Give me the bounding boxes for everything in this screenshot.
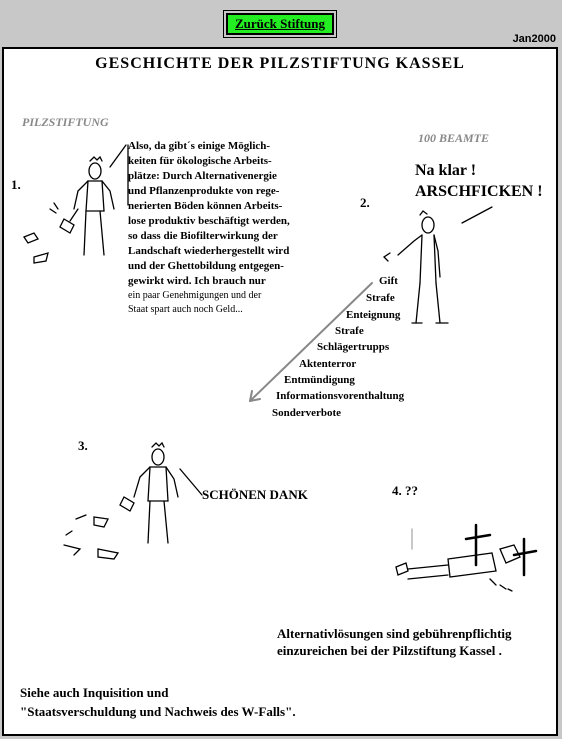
speech-line-small: Staat spart auch noch Geld...	[128, 304, 243, 315]
step-2-number: 2.	[360, 195, 370, 210]
person-figure-3	[63, 441, 203, 560]
speech-line: und der Ghettobildung entgegen-	[128, 260, 284, 272]
step-4-number: 4. ??	[392, 483, 418, 498]
step-3-number: 3.	[78, 438, 88, 453]
measure-item: Strafe	[335, 325, 364, 337]
speech-line: plätze: Durch Alternativenergie	[128, 170, 277, 182]
back-to-foundation-link[interactable]: Zurück Stiftung	[226, 13, 334, 35]
officials-speech-line-1: Na klar !	[415, 162, 477, 179]
measure-item: Entmündigung	[284, 374, 355, 386]
date-label: Jan2000	[512, 33, 556, 45]
page-title: GESCHICHTE DER PILZSTIFTUNG KASSEL	[95, 55, 465, 72]
foundation-speech: Also, da gibt´s einige Möglich- keiten f…	[128, 139, 328, 317]
speech-line: so dass die Biofilterwirkung der	[128, 230, 278, 242]
speech-line: Also, da gibt´s einige Möglich-	[128, 140, 271, 152]
lying-figure-scene	[395, 523, 538, 592]
fee-note-line-2: einzureichen bei der Pilzstiftung Kassel…	[277, 643, 502, 658]
official-figure	[382, 206, 493, 324]
back-button-frame	[223, 10, 337, 38]
measure-item: Aktenterror	[299, 358, 357, 370]
step-1-number: 1.	[11, 177, 21, 192]
top-bar: Zurück Stiftung Jan2000	[0, 0, 562, 46]
speech-line: gewirkt wird. Ich brauch nur	[128, 275, 266, 287]
see-also-line-2[interactable]: "Staatsverschuldung und Nachweis des W-F…	[20, 704, 296, 719]
label-pilzstiftung: PILZSTIFTUNG	[22, 115, 109, 129]
measure-item: Enteignung	[346, 309, 401, 321]
comic-drawings	[23, 144, 538, 592]
speech-line: und Pflanzenprodukte von rege-	[128, 185, 280, 197]
measure-item: Sonderverbote	[272, 407, 342, 419]
measure-item: Strafe	[366, 292, 395, 304]
officials-speech-line-2: ARSCHFICKEN !	[415, 183, 543, 200]
speech-line: Landschaft wiederhergestellt wird	[128, 245, 290, 257]
see-also-line-1: Siehe auch Inquisition und	[20, 685, 169, 700]
measure-item: Schlägertrupps	[317, 341, 390, 353]
measure-item: Gift	[379, 275, 398, 287]
speech-line: nerierten Böden können Arbeits-	[128, 200, 283, 212]
speech-line: keiten für ökologische Arbeits-	[128, 155, 272, 167]
speech-line-small: ein paar Genehmigungen und der	[128, 290, 262, 301]
comic-panel: GESCHICHTE DER PILZSTIFTUNG KASSEL PILZS…	[2, 47, 558, 736]
label-beamte: 100 BEAMTE	[418, 131, 490, 145]
person-figure-1	[23, 144, 129, 264]
speech-line: lose produktiv beschäftigt werden,	[128, 215, 290, 227]
measure-item: Informationsvorenthaltung	[276, 390, 405, 402]
fee-note-line-1: Alternativlösungen sind gebührenpflichti…	[277, 626, 512, 641]
thanks-speech: SCHÖNEN DANK	[202, 487, 308, 502]
